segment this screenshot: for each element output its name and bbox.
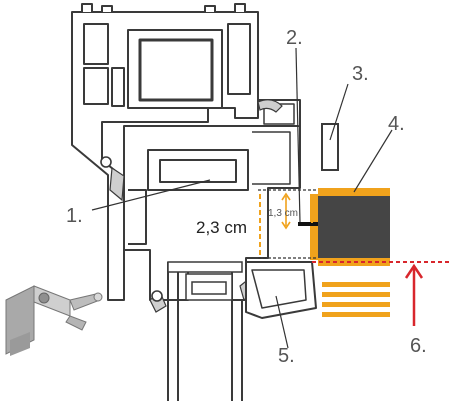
mounting-bracket-clip-icon: [5, 285, 103, 356]
window-frame-profile: [71, 3, 259, 301]
orange-side-rail: [310, 194, 318, 260]
dark-cassette-body: [318, 196, 390, 258]
handle-bracket: [321, 123, 339, 171]
glass-pane: [167, 261, 243, 401]
width-dimension-label: 2,3 cm: [196, 218, 247, 237]
callout-2: 2.: [286, 27, 303, 49]
fixing-pins: [100, 156, 163, 302]
callout-leaders: [91, 47, 393, 349]
seal-gaskets: [109, 99, 283, 313]
callout-4: 4.: [388, 113, 405, 135]
blind-slats: [322, 282, 390, 317]
callout-6: 6.: [410, 335, 427, 357]
callout-1: 1.: [66, 205, 83, 227]
dimension-guides: [258, 189, 449, 263]
drip-profile: [245, 261, 317, 319]
sash-profile: [123, 99, 301, 301]
height-dimension-label: 1,3 cm: [268, 208, 298, 219]
callout-5: 5.: [278, 345, 295, 367]
red-arrow: [404, 263, 424, 326]
callout-3: 3.: [352, 63, 369, 85]
